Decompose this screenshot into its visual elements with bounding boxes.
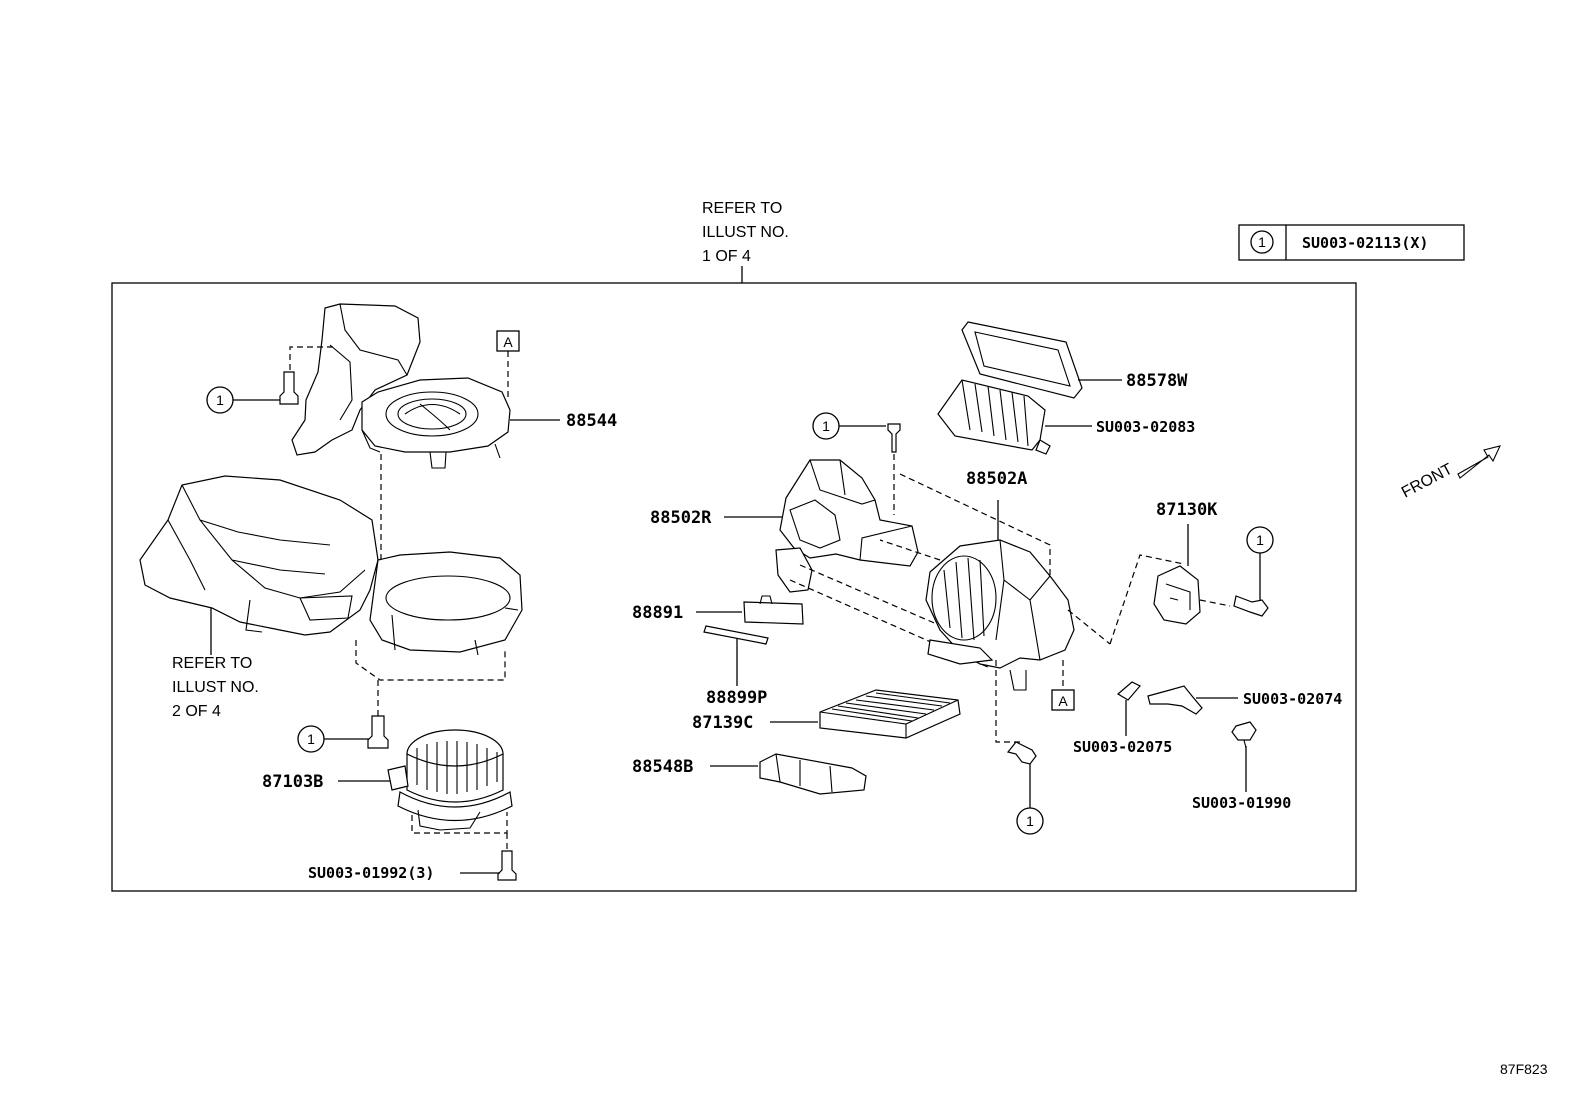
part-88578w-drawing [961, 321, 1083, 399]
marker-a-left-text: A [503, 334, 513, 350]
assembly-frame [111, 282, 1357, 892]
part-02074-drawing [1147, 685, 1203, 715]
refer-top-line1: REFER TO [702, 200, 782, 217]
dash-88502a-frame [899, 473, 1051, 655]
legend-code: SU003-02113(X) [1302, 234, 1428, 252]
label-01992: SU003-01992(3) [308, 864, 434, 882]
dash-87130k [1109, 554, 1231, 645]
part-01990-drawing [1231, 721, 1257, 749]
bolt-marker-mid-bottom: 1 [995, 660, 1044, 835]
bolt-left-mid-text: 1 [307, 731, 315, 747]
dash-87103b [411, 812, 508, 834]
bolt-marker-mid-top: 1 [812, 412, 901, 453]
part-88899p-drawing [703, 625, 769, 645]
bolt-marker-right: 1 [1233, 526, 1274, 617]
label-87139c: 87139C [692, 713, 753, 733]
label-02074: SU003-02074 [1243, 690, 1342, 708]
label-02083: SU003-02083 [1096, 418, 1195, 436]
dash-case-body [355, 454, 506, 681]
legend-symbol: 1 [1258, 234, 1266, 250]
label-88578w: 88578W [1126, 371, 1188, 391]
bolt-left-top-text: 1 [216, 392, 224, 408]
part-02075-drawing [1116, 681, 1141, 701]
dash-88502a [879, 539, 1111, 645]
front-label: FRONT [1399, 461, 1456, 502]
part-88502a-drawing [925, 539, 1075, 691]
refer-left-line1: REFER TO [172, 655, 252, 672]
label-88502r: 88502R [650, 508, 712, 528]
part-87130k-drawing [1153, 565, 1201, 625]
label-01990: SU003-01990 [1192, 794, 1291, 812]
bolt-marker-left-top: 1 [206, 371, 299, 414]
refer-left-line3: 2 OF 4 [172, 703, 221, 720]
refer-left-line2: ILLUST NO. [172, 679, 259, 696]
marker-a-right: A [1051, 660, 1075, 711]
marker-a-left: A [496, 330, 520, 400]
screw-01992-drawing [497, 850, 517, 881]
label-87130k: 87130K [1156, 500, 1218, 520]
bolt-right-text: 1 [1256, 532, 1264, 548]
part-87139c-drawing [819, 689, 961, 739]
dash-bolt-left-top [289, 346, 335, 370]
bolt-marker-left-mid: 1 [297, 715, 389, 753]
part-88891-drawing [743, 595, 804, 625]
label-88548b: 88548B [632, 757, 693, 777]
bolt-mid-top-text: 1 [822, 418, 830, 434]
refer-note-left: REFER TO ILLUST NO. 2 OF 4 [172, 604, 259, 720]
marker-a-right-text: A [1058, 693, 1068, 709]
refer-top-line3: 1 OF 4 [702, 248, 751, 265]
part-02083-drawing [937, 379, 1051, 455]
part-87103b-drawing [387, 729, 513, 831]
part-88544-drawing [291, 303, 511, 469]
label-88899p: 88899P [706, 688, 767, 708]
label-87103b: 87103B [262, 772, 323, 792]
case-body-drawing [139, 475, 523, 656]
part-88548b-drawing [759, 753, 867, 795]
label-02075: SU003-02075 [1073, 738, 1172, 756]
refer-top-line2: ILLUST NO. [702, 224, 789, 241]
label-88544: 88544 [566, 411, 617, 431]
part-88502r-drawing [775, 459, 919, 593]
figure-id: 87F823 [1500, 1061, 1548, 1077]
refer-note-top: REFER TO ILLUST NO. 1 OF 4 [702, 200, 789, 265]
label-88502a: 88502A [966, 469, 1027, 489]
front-arrow: FRONT [1399, 445, 1501, 502]
label-88891: 88891 [632, 603, 683, 623]
bolt-mid-bottom-text: 1 [1026, 813, 1034, 829]
legend-box: 1 SU003-02113(X) [1238, 224, 1465, 261]
